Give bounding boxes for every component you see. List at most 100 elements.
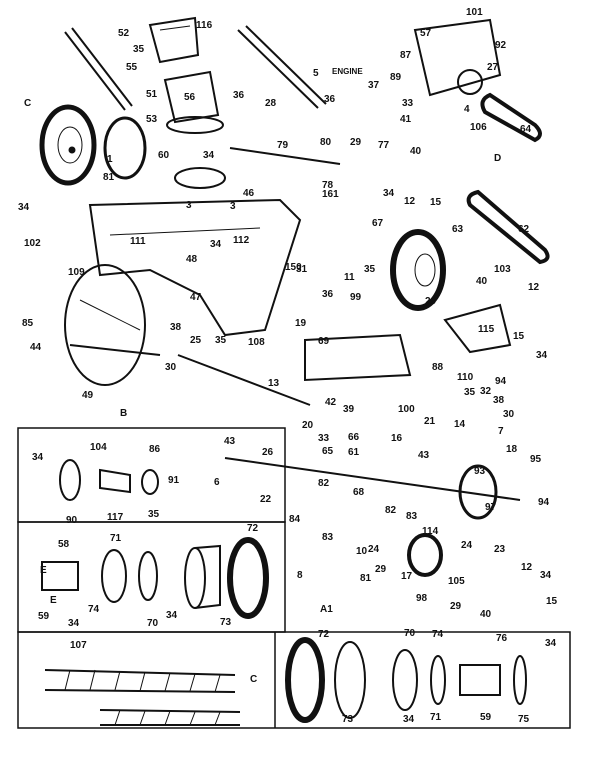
- callout-cC1: C: [24, 98, 31, 109]
- callout-c103: 103: [494, 264, 511, 275]
- callout-c91: 91: [168, 475, 180, 486]
- callout-c35a: 35: [133, 44, 145, 55]
- callout-c83b: 83: [322, 532, 334, 543]
- chute-deflector: [148, 16, 200, 64]
- callout-c67: 67: [372, 218, 384, 229]
- inset-b-disc: [59, 459, 81, 501]
- callout-c59b: 59: [480, 712, 492, 723]
- callout-c105: 105: [448, 576, 465, 587]
- callout-c61: 61: [348, 447, 360, 458]
- callout-c47: 47: [190, 292, 202, 303]
- callout-c65: 65: [322, 446, 334, 457]
- callout-c34d: 34: [210, 239, 222, 250]
- callout-c3b: 3: [230, 201, 236, 212]
- callout-c35d: 35: [464, 387, 476, 398]
- callout-c68: 68: [353, 487, 365, 498]
- callout-c69: 69: [318, 336, 330, 347]
- callout-c115: 115: [478, 324, 495, 335]
- callout-c59a: 59: [38, 611, 50, 622]
- callout-c43b: 43: [418, 450, 430, 461]
- callout-c114: 114: [422, 526, 439, 537]
- callout-c74a: 74: [88, 604, 100, 615]
- callout-c43a: 43: [224, 436, 236, 447]
- callout-cD1: D: [494, 153, 501, 164]
- callout-c24b: 24: [461, 540, 473, 551]
- engine-pulley-housing: [413, 18, 502, 97]
- callout-c49: 49: [82, 390, 94, 401]
- callout-c7: 7: [498, 426, 504, 437]
- callout-c6: 6: [214, 477, 220, 488]
- auger: [64, 264, 161, 386]
- callout-c32: 32: [480, 386, 492, 397]
- callout-c27: 27: [487, 62, 499, 73]
- callout-c31: 31: [296, 264, 308, 275]
- callout-c15c: 15: [546, 596, 558, 607]
- callout-c35c: 35: [215, 335, 227, 346]
- callout-c117: 117: [107, 512, 124, 523]
- bottom-tire-72: [285, 637, 325, 723]
- callout-c71b: 71: [430, 712, 442, 723]
- callout-c82a: 82: [318, 478, 330, 489]
- callout-c104: 104: [90, 442, 107, 453]
- callout-c11: 11: [344, 272, 355, 283]
- callout-c60: 60: [158, 150, 170, 161]
- callout-c12a: 12: [404, 196, 416, 207]
- callout-c57: 57: [420, 28, 432, 39]
- callout-c18: 18: [506, 444, 518, 455]
- callout-cE1: E: [40, 565, 47, 576]
- callout-c8: 8: [297, 570, 303, 581]
- callout-c75: 75: [518, 714, 530, 725]
- inset-a-tire-outer: [227, 537, 269, 619]
- bottom-rim-34: [392, 649, 418, 711]
- callout-c39: 39: [343, 404, 355, 415]
- callout-c87: 87: [400, 50, 412, 61]
- drive-belt-upper: [480, 92, 542, 143]
- callout-c74b: 74: [432, 629, 444, 640]
- callout-c12b: 12: [528, 282, 540, 293]
- left-wheel: [39, 104, 97, 186]
- callout-c89: 89: [390, 72, 402, 83]
- callout-c36b: 36: [324, 94, 336, 105]
- callout-cC2: C: [250, 674, 257, 685]
- right-tire: [390, 229, 446, 311]
- callout-c84: 84: [289, 514, 301, 525]
- callout-c36a: 36: [233, 90, 245, 101]
- inset-box-b: [17, 427, 286, 523]
- callout-c77: 77: [378, 140, 390, 151]
- callout-c66: 66: [348, 432, 360, 443]
- callout-c34j: 34: [545, 638, 557, 649]
- callout-cE2: E: [50, 595, 57, 606]
- callout-c48: 48: [186, 254, 198, 265]
- callout-c40b: 40: [476, 276, 488, 287]
- callout-cB1: B: [120, 408, 127, 419]
- callout-c98: 98: [416, 593, 428, 604]
- callout-c52: 52: [118, 28, 130, 39]
- inset-box-bottom: [17, 631, 571, 729]
- tire-chain-loop: [458, 464, 498, 520]
- callout-c34a: 34: [203, 150, 215, 161]
- callout-c51: 51: [146, 89, 158, 100]
- callout-c56: 56: [184, 92, 196, 103]
- callout-c109: 109: [68, 267, 85, 278]
- callout-c42: 42: [325, 397, 337, 408]
- callout-c106: 106: [470, 122, 487, 133]
- callout-c73b: 73: [342, 714, 354, 725]
- callout-c53: 53: [146, 114, 158, 125]
- callout-c63: 63: [452, 224, 464, 235]
- callout-c46: 46: [243, 188, 255, 199]
- callout-c14: 14: [454, 419, 466, 430]
- callout-c26: 26: [262, 447, 274, 458]
- callout-c71a: 71: [110, 533, 122, 544]
- callout-c100: 100: [398, 404, 415, 415]
- callout-c70a: 70: [147, 618, 159, 629]
- callout-c101: 101: [466, 7, 483, 18]
- callout-c62: 62: [518, 224, 530, 235]
- callout-c90: 90: [66, 515, 78, 526]
- callout-c30a: 30: [165, 362, 177, 373]
- inset-a-tire-inner: [184, 544, 221, 609]
- chute-body: [163, 70, 224, 134]
- callout-c78: 78: [322, 180, 334, 191]
- callout-c161: 161: [322, 189, 339, 200]
- callout-c29b: 29: [375, 564, 387, 575]
- callout-c111: 111: [130, 236, 146, 247]
